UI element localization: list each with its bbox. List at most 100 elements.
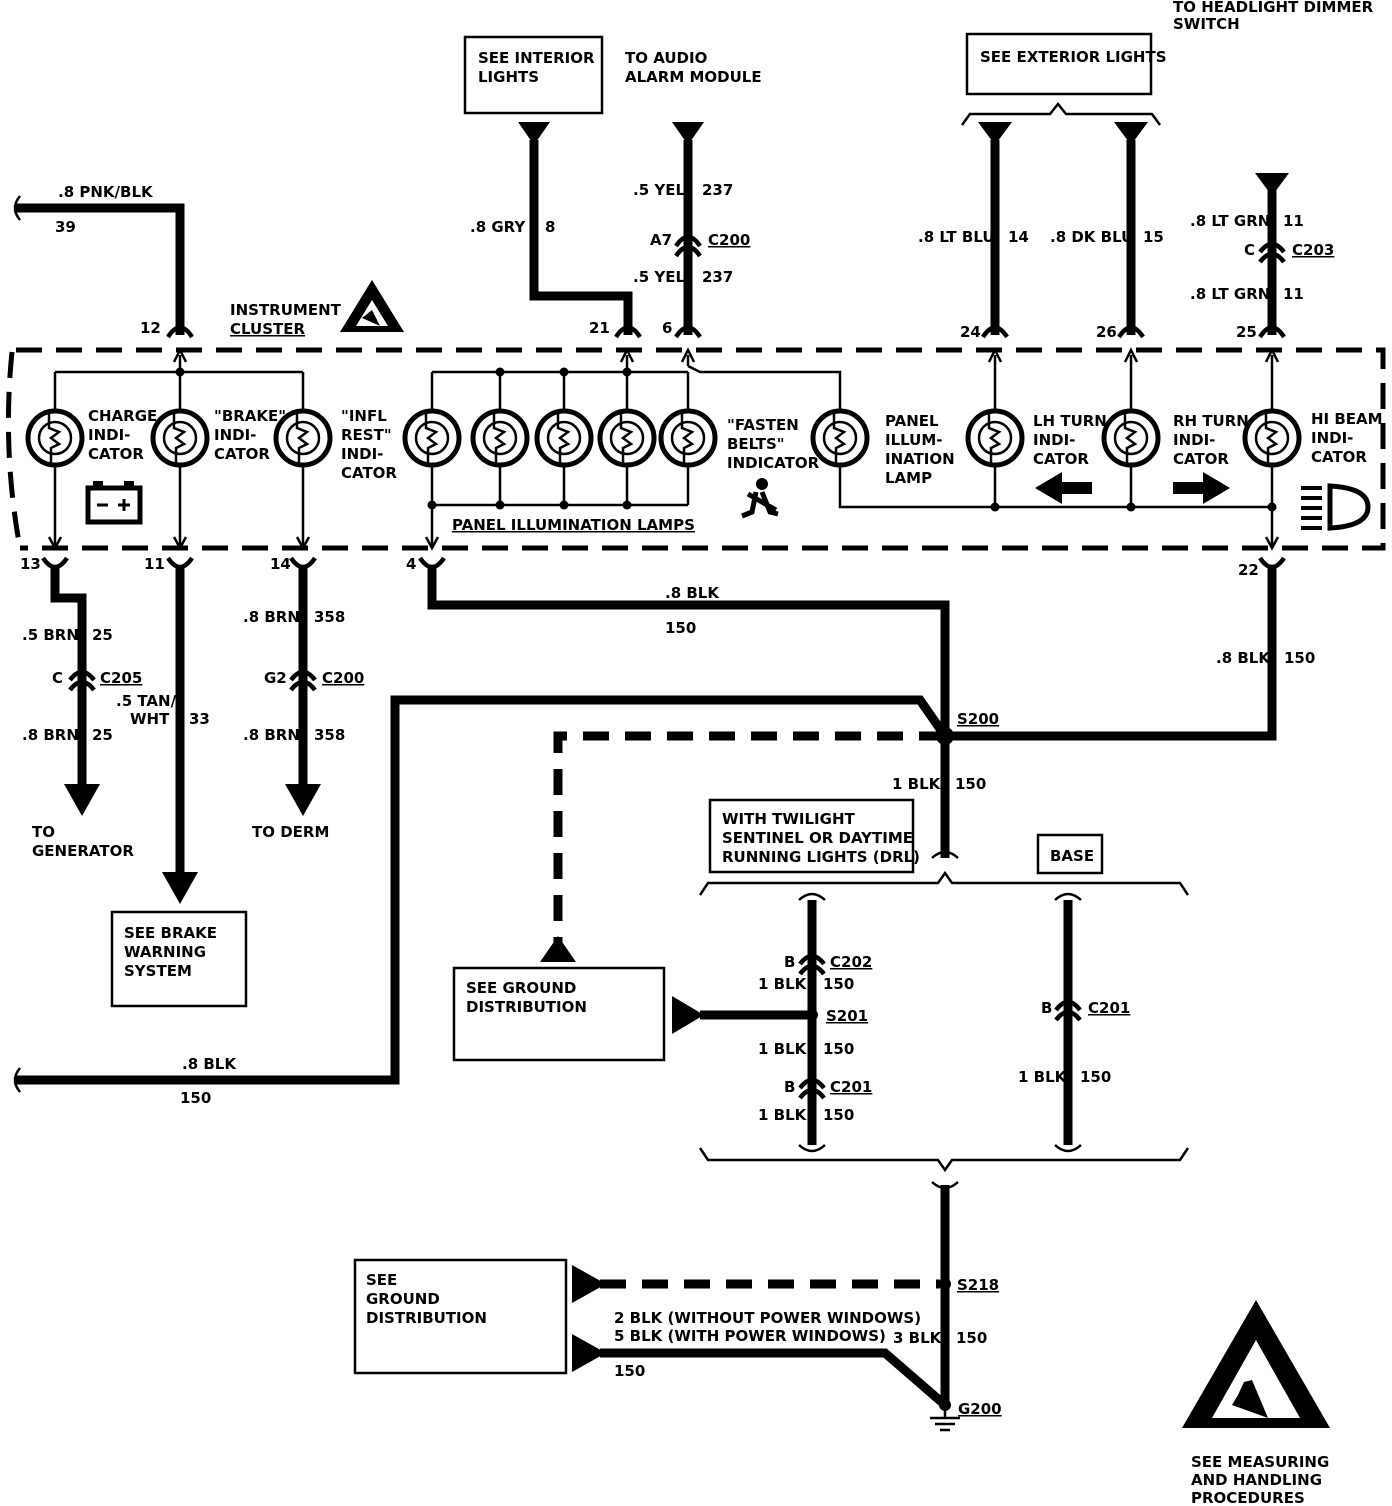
esd-warning-icon-small (340, 280, 404, 332)
svg-text:.8 BRN: .8 BRN (22, 726, 79, 744)
svg-text:21: 21 (589, 319, 610, 337)
option-brace-top (698, 870, 1190, 896)
svg-text:1 BLK: 1 BLK (758, 1106, 808, 1124)
cluster-top-connectors (166, 325, 1286, 339)
bulb-infl-rest-indicator (273, 408, 333, 468)
svg-text:GROUND: GROUND (366, 1290, 440, 1308)
esd-warning-icon-large (1182, 1300, 1330, 1428)
svg-text:22: 22 (1238, 561, 1259, 579)
svg-text:TO HEADLIGHT DIMMER: TO HEADLIGHT DIMMER (1173, 0, 1374, 16)
see-ground-distribution-box-2[interactable]: SEE GROUND DISTRIBUTION (353, 1258, 568, 1375)
see-ground-distribution-box-1[interactable]: SEE GROUND DISTRIBUTION (452, 966, 666, 1062)
svg-text:150: 150 (614, 1362, 645, 1380)
svg-text:BASE: BASE (1050, 847, 1094, 865)
svg-text:C205: C205 (100, 669, 142, 687)
rh-turn-indicator-label: RH TURN INDI- CATOR (1173, 412, 1249, 468)
svg-text:1 BLK: 1 BLK (892, 775, 942, 793)
svg-text:ALARM MODULE: ALARM MODULE (625, 68, 762, 86)
svg-text:RUNNING LIGHTS (DRL): RUNNING LIGHTS (DRL) (722, 848, 920, 866)
right-arrow-icon (1173, 472, 1230, 504)
bulb-rh-turn-indicator (1101, 408, 1161, 468)
wire-237: .5 YEL 237 A7 C200 .5 YEL 237 6 (633, 122, 750, 337)
svg-text:.8 LT BLU: .8 LT BLU (918, 228, 995, 246)
svg-text:.5 TAN/: .5 TAN/ (116, 692, 177, 710)
svg-text:C: C (1244, 241, 1255, 259)
wire-358: .8 BRN 358 G2 C200 .8 BRN 358 (243, 568, 364, 816)
lh-turn-indicator-label: LH TURN INDI- CATOR (1033, 412, 1107, 468)
svg-text:INDI-: INDI- (1311, 429, 1353, 447)
svg-text:PANEL: PANEL (885, 412, 939, 430)
svg-text:INDI-: INDI- (1173, 431, 1215, 449)
svg-text:SEE MEASURING: SEE MEASURING (1191, 1453, 1329, 1471)
bulb-panel-illumination-lamp (810, 408, 870, 468)
svg-text:39: 39 (55, 218, 76, 236)
svg-text:S200: S200 (957, 710, 999, 728)
svg-text:B: B (1041, 999, 1052, 1017)
svg-text:DISTRIBUTION: DISTRIBUTION (366, 1309, 487, 1327)
bulb-lh-turn-indicator (965, 408, 1025, 468)
to-audio-alarm-label: TO AUDIO ALARM MODULE (625, 49, 762, 86)
svg-text:.8 GRY: .8 GRY (470, 218, 526, 236)
svg-text:WARNING: WARNING (124, 943, 206, 961)
wire-15: .8 DK BLU 15 26 (1050, 122, 1164, 341)
wire-33: .5 TAN/ WHT 33 (116, 568, 210, 904)
connector-c200-bottom (289, 669, 317, 692)
svg-text:"INFL: "INFL (341, 407, 387, 425)
svg-text:11: 11 (144, 555, 165, 573)
svg-text:CATOR: CATOR (214, 445, 270, 463)
svg-text:INSTRUMENT: INSTRUMENT (230, 301, 342, 319)
svg-text:237: 237 (702, 268, 733, 286)
to-derm-label: TO DERM (252, 823, 329, 841)
svg-text:150: 150 (1080, 1068, 1111, 1086)
splice-s218: S218 (939, 1276, 999, 1294)
see-interior-lights-box[interactable]: SEE INTERIOR LIGHTS (463, 35, 604, 115)
svg-text:26: 26 (1096, 323, 1117, 341)
svg-text:12: 12 (140, 319, 161, 337)
brake-indicator-label: "BRAKE" INDI- CATOR (214, 407, 286, 463)
svg-text:11: 11 (1283, 212, 1304, 230)
wire-150-dashed-ground (540, 731, 945, 962)
wire-8: .8 GRY 8 21 (470, 122, 633, 337)
svg-text:358: 358 (314, 726, 345, 744)
wire-s218-dashed-ground (572, 1265, 940, 1303)
exterior-lights-brace (960, 101, 1162, 126)
svg-text:150: 150 (823, 1040, 854, 1058)
svg-text:14: 14 (270, 555, 291, 573)
svg-text:1 BLK: 1 BLK (1018, 1068, 1068, 1086)
svg-text:25: 25 (1236, 323, 1257, 341)
svg-text:25: 25 (92, 626, 113, 644)
svg-text:SYSTEM: SYSTEM (124, 962, 192, 980)
svg-text:INDICATOR: INDICATOR (727, 454, 820, 472)
svg-text:CATOR: CATOR (1173, 450, 1229, 468)
wire-150-power-windows: 2 BLK (WITHOUT POWER WINDOWS) 5 BLK (WIT… (572, 1309, 948, 1409)
svg-text:WHT: WHT (130, 710, 170, 728)
svg-text:.8 BLK: .8 BLK (1216, 649, 1271, 667)
bulb-fasten-belts-indicator (658, 408, 718, 468)
svg-text:C200: C200 (708, 231, 750, 249)
bulb-panel-illumination-2 (470, 408, 530, 468)
seat-belt-icon (741, 478, 779, 519)
connector-c200-top (674, 234, 702, 258)
see-brake-warning-box[interactable]: SEE BRAKE WARNING SYSTEM (110, 910, 248, 1008)
svg-text:REST": REST" (341, 426, 392, 444)
svg-text:INDI-: INDI- (341, 445, 383, 463)
svg-text:.8 DK BLU: .8 DK BLU (1050, 228, 1133, 246)
instrument-cluster-outline (5, 347, 1386, 551)
svg-text:.8 BLK: .8 BLK (182, 1055, 237, 1073)
to-generator-label: TO GENERATOR (32, 823, 134, 860)
charge-indicator-label: CHARGE INDI- CATOR (88, 407, 157, 463)
svg-text:LH TURN: LH TURN (1033, 412, 1107, 430)
bulb-charge-indicator (25, 408, 85, 468)
svg-text:CLUSTER: CLUSTER (230, 320, 305, 338)
svg-text:CATOR: CATOR (1311, 448, 1367, 466)
svg-text:INDI-: INDI- (1033, 431, 1075, 449)
svg-text:SENTINEL OR DAYTIME: SENTINEL OR DAYTIME (722, 829, 913, 847)
infl-rest-indicator-label: "INFL REST" INDI- CATOR (341, 407, 397, 482)
svg-text:SEE EXTERIOR LIGHTS: SEE EXTERIOR LIGHTS (980, 48, 1167, 66)
bulb-panel-illumination-4 (597, 408, 657, 468)
option-brace-bottom (698, 1147, 1190, 1173)
svg-text:PROCEDURES: PROCEDURES (1191, 1489, 1305, 1506)
see-exterior-lights-box[interactable]: SEE EXTERIOR LIGHTS (965, 32, 1167, 96)
wire-150-left: .8 BLK 150 (13, 695, 949, 1107)
